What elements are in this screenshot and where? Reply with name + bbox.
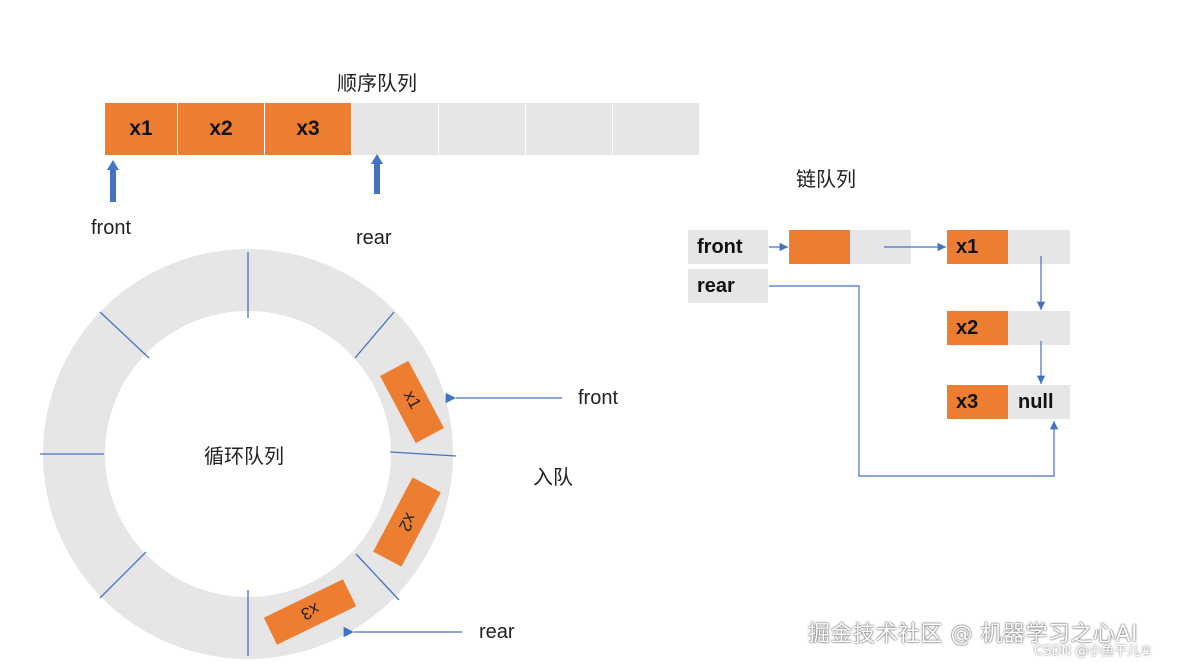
seq-cell-2: x2 xyxy=(178,103,265,155)
head-node-data xyxy=(789,230,850,264)
seq-cell-4 xyxy=(352,103,439,155)
seq-front-label: front xyxy=(91,217,132,239)
seq-front-arrow xyxy=(107,160,119,202)
ring-dividers xyxy=(40,252,457,656)
ring-rear-label: rear xyxy=(479,621,515,643)
seq-cell-3: x3 xyxy=(265,103,352,155)
sequential-queue: x1 x2 x3 xyxy=(105,103,699,155)
seq-cell-1: x1 xyxy=(105,103,178,155)
ring-front-label: front xyxy=(578,387,619,409)
watermark-sub: CSDN @小鱼干儿♛ xyxy=(1034,644,1152,659)
rear-to-x3-arrow xyxy=(769,285,1059,477)
enqueue-label: 入队 xyxy=(533,465,573,489)
seq-rear-label: rear xyxy=(356,227,392,249)
node-x1-data: x1 xyxy=(947,230,1008,264)
ring-item-x2 xyxy=(373,477,441,567)
linked-queue-title: 链队列 xyxy=(796,167,856,191)
seq-rear-arrow xyxy=(371,154,383,194)
node-x3-next: null xyxy=(1008,385,1070,419)
node-x2-next xyxy=(1008,311,1070,345)
circular-queue-title: 循环队列 xyxy=(204,444,284,468)
ring-item-x1 xyxy=(380,360,444,444)
circular-queue xyxy=(40,249,562,659)
linked-front-pointer: front xyxy=(688,230,768,264)
node-x1-next xyxy=(1008,230,1070,264)
seq-cell-5 xyxy=(439,103,526,155)
sequential-queue-title: 顺序队列 xyxy=(337,71,417,95)
linked-rear-pointer: rear xyxy=(688,269,768,303)
seq-cell-6 xyxy=(526,103,613,155)
ring-item-x3 xyxy=(263,579,357,645)
watermark-main: 掘金技术社区 @ 机器学习之心AI xyxy=(808,622,1139,647)
node-x2-data: x2 xyxy=(947,311,1008,345)
seq-cell-7 xyxy=(613,103,699,155)
node-x3-data: x3 xyxy=(947,385,1008,419)
